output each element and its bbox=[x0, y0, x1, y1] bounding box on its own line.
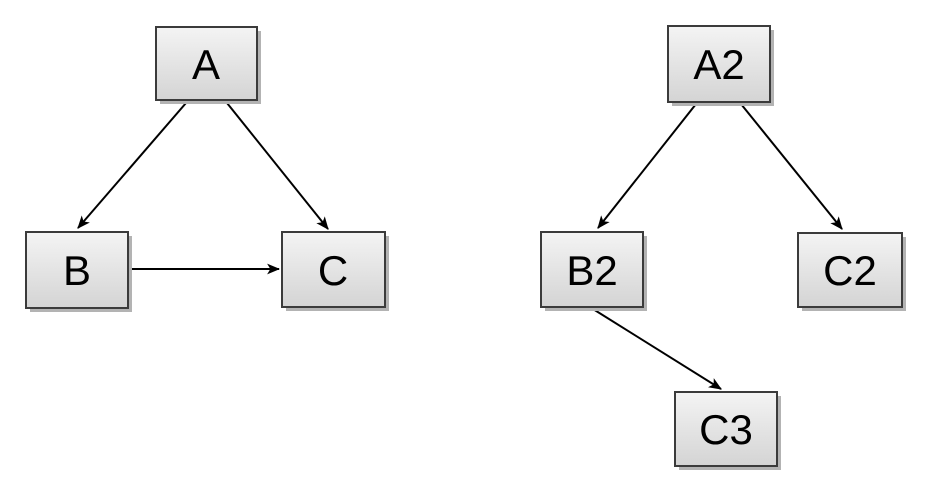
node-box bbox=[540, 231, 644, 308]
node-box bbox=[281, 231, 386, 308]
node-B2: B2 bbox=[540, 231, 647, 311]
edge-A2-to-B2 bbox=[597, 103, 697, 229]
node-label: C3 bbox=[699, 406, 753, 453]
node-A: A bbox=[155, 26, 261, 104]
node-box bbox=[25, 231, 129, 309]
edge-A-to-C bbox=[226, 102, 329, 230]
node-label: C2 bbox=[823, 247, 877, 294]
node-box bbox=[797, 232, 903, 308]
node-label: B2 bbox=[566, 247, 617, 294]
node-box bbox=[667, 25, 771, 103]
edge-A-to-B bbox=[77, 102, 187, 229]
node-label: B bbox=[63, 247, 91, 294]
node-label: A2 bbox=[693, 41, 744, 88]
edge-A2-to-C2 bbox=[740, 103, 843, 230]
node-label: A bbox=[192, 41, 220, 88]
node-B: B bbox=[25, 231, 132, 312]
node-C2: C2 bbox=[797, 232, 906, 311]
node-box bbox=[674, 391, 778, 467]
node-box bbox=[155, 26, 258, 101]
node-C: C bbox=[281, 231, 389, 311]
edge-B2-to-C3 bbox=[592, 308, 722, 390]
node-A2: A2 bbox=[667, 25, 774, 106]
node-C3: C3 bbox=[674, 391, 781, 470]
node-label: C bbox=[318, 247, 348, 294]
